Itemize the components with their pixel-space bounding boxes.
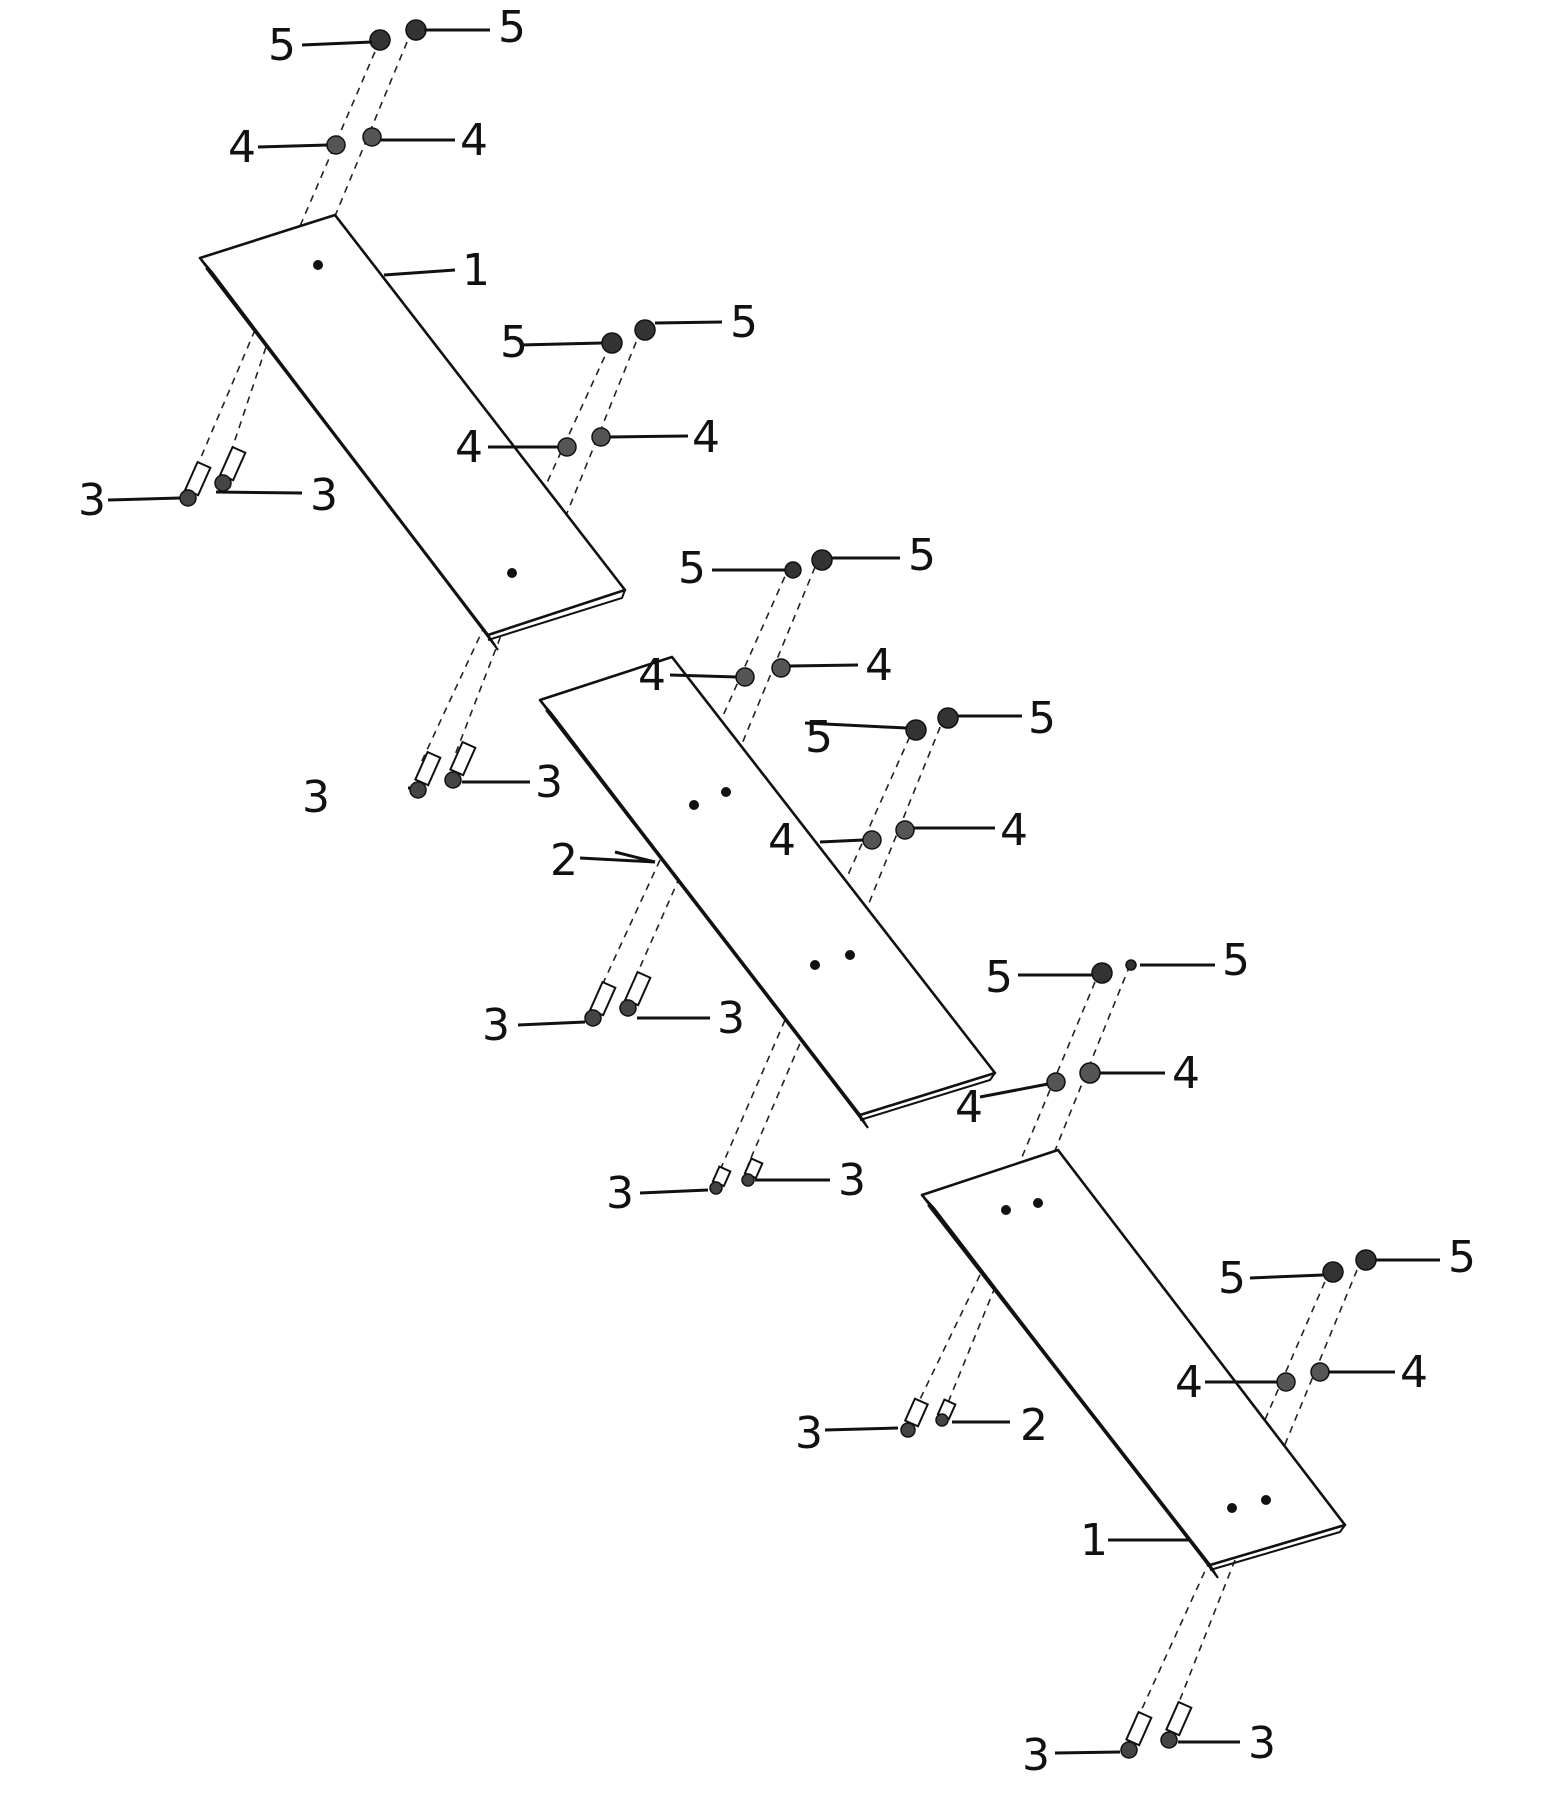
label-part-3: 3 xyxy=(1248,1718,1276,1769)
label-part-2: 2 xyxy=(1020,1400,1048,1451)
label-part-4: 4 xyxy=(865,640,893,691)
bolt xyxy=(584,980,617,1027)
nut xyxy=(1091,962,1113,984)
bolts xyxy=(179,445,1193,1759)
label-part-3: 3 xyxy=(302,772,330,823)
label-part-3: 3 xyxy=(606,1168,634,1219)
label-part-2: 2 xyxy=(550,835,578,886)
nut xyxy=(811,549,833,571)
label-part-5: 5 xyxy=(678,543,706,594)
nut xyxy=(1355,1249,1377,1271)
bolt xyxy=(409,750,442,799)
label-part-5: 5 xyxy=(805,712,833,763)
bolt xyxy=(1120,1710,1153,1759)
label-part-5: 5 xyxy=(498,2,526,53)
label-part-5: 5 xyxy=(500,317,528,368)
nut xyxy=(784,561,802,579)
washer xyxy=(1310,1362,1330,1382)
label-part-5: 5 xyxy=(908,530,936,581)
label-part-4: 4 xyxy=(768,815,796,866)
washer xyxy=(735,667,755,687)
washer xyxy=(326,135,346,155)
nut xyxy=(1322,1261,1344,1283)
label-part-3: 3 xyxy=(78,475,106,526)
label-part-5: 5 xyxy=(1222,935,1250,986)
label-part-3: 3 xyxy=(838,1155,866,1206)
nut xyxy=(905,719,927,741)
bolt xyxy=(179,460,212,507)
washer xyxy=(557,437,577,457)
nut xyxy=(405,19,427,41)
bolt xyxy=(741,1157,764,1187)
label-part-4: 4 xyxy=(228,122,256,173)
label-part-3: 3 xyxy=(717,993,745,1044)
label-part-3: 3 xyxy=(482,1000,510,1051)
nut xyxy=(1125,959,1137,971)
label-part-3: 3 xyxy=(795,1408,823,1459)
label-part-4: 4 xyxy=(1400,1347,1428,1398)
bolt xyxy=(935,1398,957,1427)
bolt xyxy=(214,445,247,492)
label-part-5: 5 xyxy=(730,297,758,348)
label-part-4: 4 xyxy=(455,422,483,473)
nuts xyxy=(369,19,1377,1283)
nut xyxy=(937,707,959,729)
leader-lines xyxy=(107,28,1440,1755)
washer xyxy=(771,658,791,678)
label-part-4: 4 xyxy=(1175,1357,1203,1408)
washer xyxy=(362,127,382,147)
label-part-5: 5 xyxy=(1448,1232,1476,1283)
plate-1-top xyxy=(198,213,627,651)
callout-labels: 5 5 4 4 1 3 3 5 5 4 4 3 3 5 5 4 4 5 5 4 … xyxy=(78,2,1476,1781)
label-part-4: 4 xyxy=(692,412,720,463)
label-part-5: 5 xyxy=(1028,693,1056,744)
label-part-4: 4 xyxy=(1172,1048,1200,1099)
washer xyxy=(862,830,882,850)
label-part-4: 4 xyxy=(955,1082,983,1133)
nut xyxy=(634,319,656,341)
label-part-1: 1 xyxy=(1080,1515,1108,1566)
label-part-4: 4 xyxy=(460,115,488,166)
nut xyxy=(601,332,623,354)
label-part-3: 3 xyxy=(1022,1730,1050,1781)
washer xyxy=(1079,1062,1101,1084)
label-part-5: 5 xyxy=(985,952,1013,1003)
label-part-1: 1 xyxy=(462,245,490,296)
plate-1-bottom xyxy=(920,1148,1347,1579)
bolt xyxy=(444,740,477,789)
label-part-4: 4 xyxy=(1000,805,1028,856)
bolt xyxy=(900,1397,930,1438)
nut xyxy=(369,29,391,51)
label-part-5: 5 xyxy=(268,20,296,71)
bolt xyxy=(619,970,652,1017)
washer xyxy=(591,427,611,447)
washer xyxy=(1046,1072,1066,1092)
label-part-4: 4 xyxy=(638,650,666,701)
label-part-5: 5 xyxy=(1218,1253,1246,1304)
label-part-3: 3 xyxy=(310,470,338,521)
plate-2-middle xyxy=(538,655,997,1129)
washer xyxy=(895,820,915,840)
bolt xyxy=(709,1165,732,1195)
label-part-3: 3 xyxy=(535,757,563,808)
bolt xyxy=(1160,1700,1193,1749)
washer xyxy=(1276,1372,1296,1392)
washers xyxy=(326,127,1330,1392)
